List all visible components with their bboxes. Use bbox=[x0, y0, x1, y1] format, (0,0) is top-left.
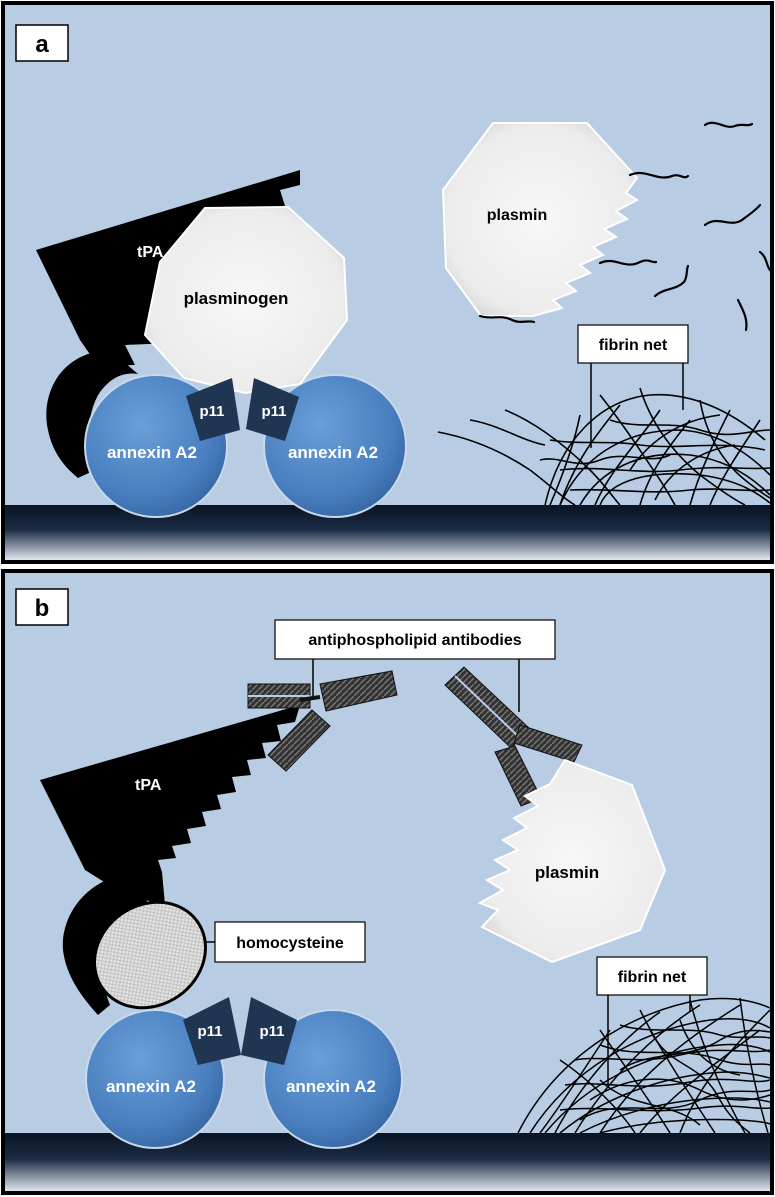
homocysteine-label: homocysteine bbox=[236, 935, 344, 952]
p11-label-right-b: p11 bbox=[259, 1023, 284, 1040]
plasmin-b: plasmin bbox=[477, 758, 667, 964]
antibodies-label: antiphospholipid antibodies bbox=[308, 632, 521, 649]
panel-letter-box-a bbox=[15, 24, 69, 62]
plasmin-label-a: plasmin bbox=[487, 207, 547, 224]
antibody-left bbox=[247, 670, 398, 772]
fibrin-net-callout-b: fibrin net bbox=[596, 956, 708, 1085]
homocysteine: homocysteine bbox=[93, 900, 366, 1010]
fibrin-fragments bbox=[478, 121, 774, 332]
p11-label-left-b: p11 bbox=[197, 1023, 222, 1040]
annexin-label-right-a: annexin A2 bbox=[288, 443, 378, 462]
plasmin-label-b: plasmin bbox=[535, 863, 599, 882]
panel-letter-a: a bbox=[35, 31, 49, 58]
annexin-label-right-b: annexin A2 bbox=[286, 1077, 376, 1096]
fibrin-net-a bbox=[437, 387, 771, 506]
antibody-right bbox=[444, 666, 583, 807]
p11-label-left-a: p11 bbox=[199, 403, 224, 420]
annexin-a2-left-b bbox=[85, 1009, 225, 1149]
p11-label-right-a: p11 bbox=[261, 403, 286, 420]
fibrin-net-b bbox=[517, 997, 771, 1134]
p11-right-b bbox=[241, 997, 297, 1065]
annexin-a2-right-a bbox=[263, 374, 407, 518]
plasmin-a: plasmin bbox=[441, 122, 639, 317]
p11-left-a bbox=[186, 378, 240, 441]
membrane-a bbox=[5, 505, 770, 560]
antibodies-callout: antiphospholipid antibodies bbox=[274, 619, 556, 712]
fibrin-net-callout-a: fibrin net bbox=[577, 324, 689, 448]
tpa-label-a: tPA bbox=[137, 244, 164, 261]
tpa-label-b: tPA bbox=[135, 777, 162, 794]
p11-right-a bbox=[246, 378, 299, 441]
plasminogen-label: plasminogen bbox=[184, 289, 289, 308]
annexin-a2-right-b bbox=[263, 1009, 403, 1149]
annexin-label-left-a: annexin A2 bbox=[107, 443, 197, 462]
fibrin-net-label-a: fibrin net bbox=[599, 337, 668, 354]
panel-letter-box-b bbox=[15, 588, 69, 626]
p11-left-b bbox=[183, 997, 241, 1065]
fibrin-net-label-b: fibrin net bbox=[618, 969, 687, 986]
panel-b: b antiphospholipid antibodies tPA homocy… bbox=[1, 569, 774, 1195]
panel-letter-b: b bbox=[35, 595, 50, 622]
panel-a: a tPA annexin A2 annexin A2 plasminogen … bbox=[1, 1, 774, 564]
membrane-b bbox=[5, 1133, 770, 1191]
annexin-label-left-b: annexin A2 bbox=[106, 1077, 196, 1096]
